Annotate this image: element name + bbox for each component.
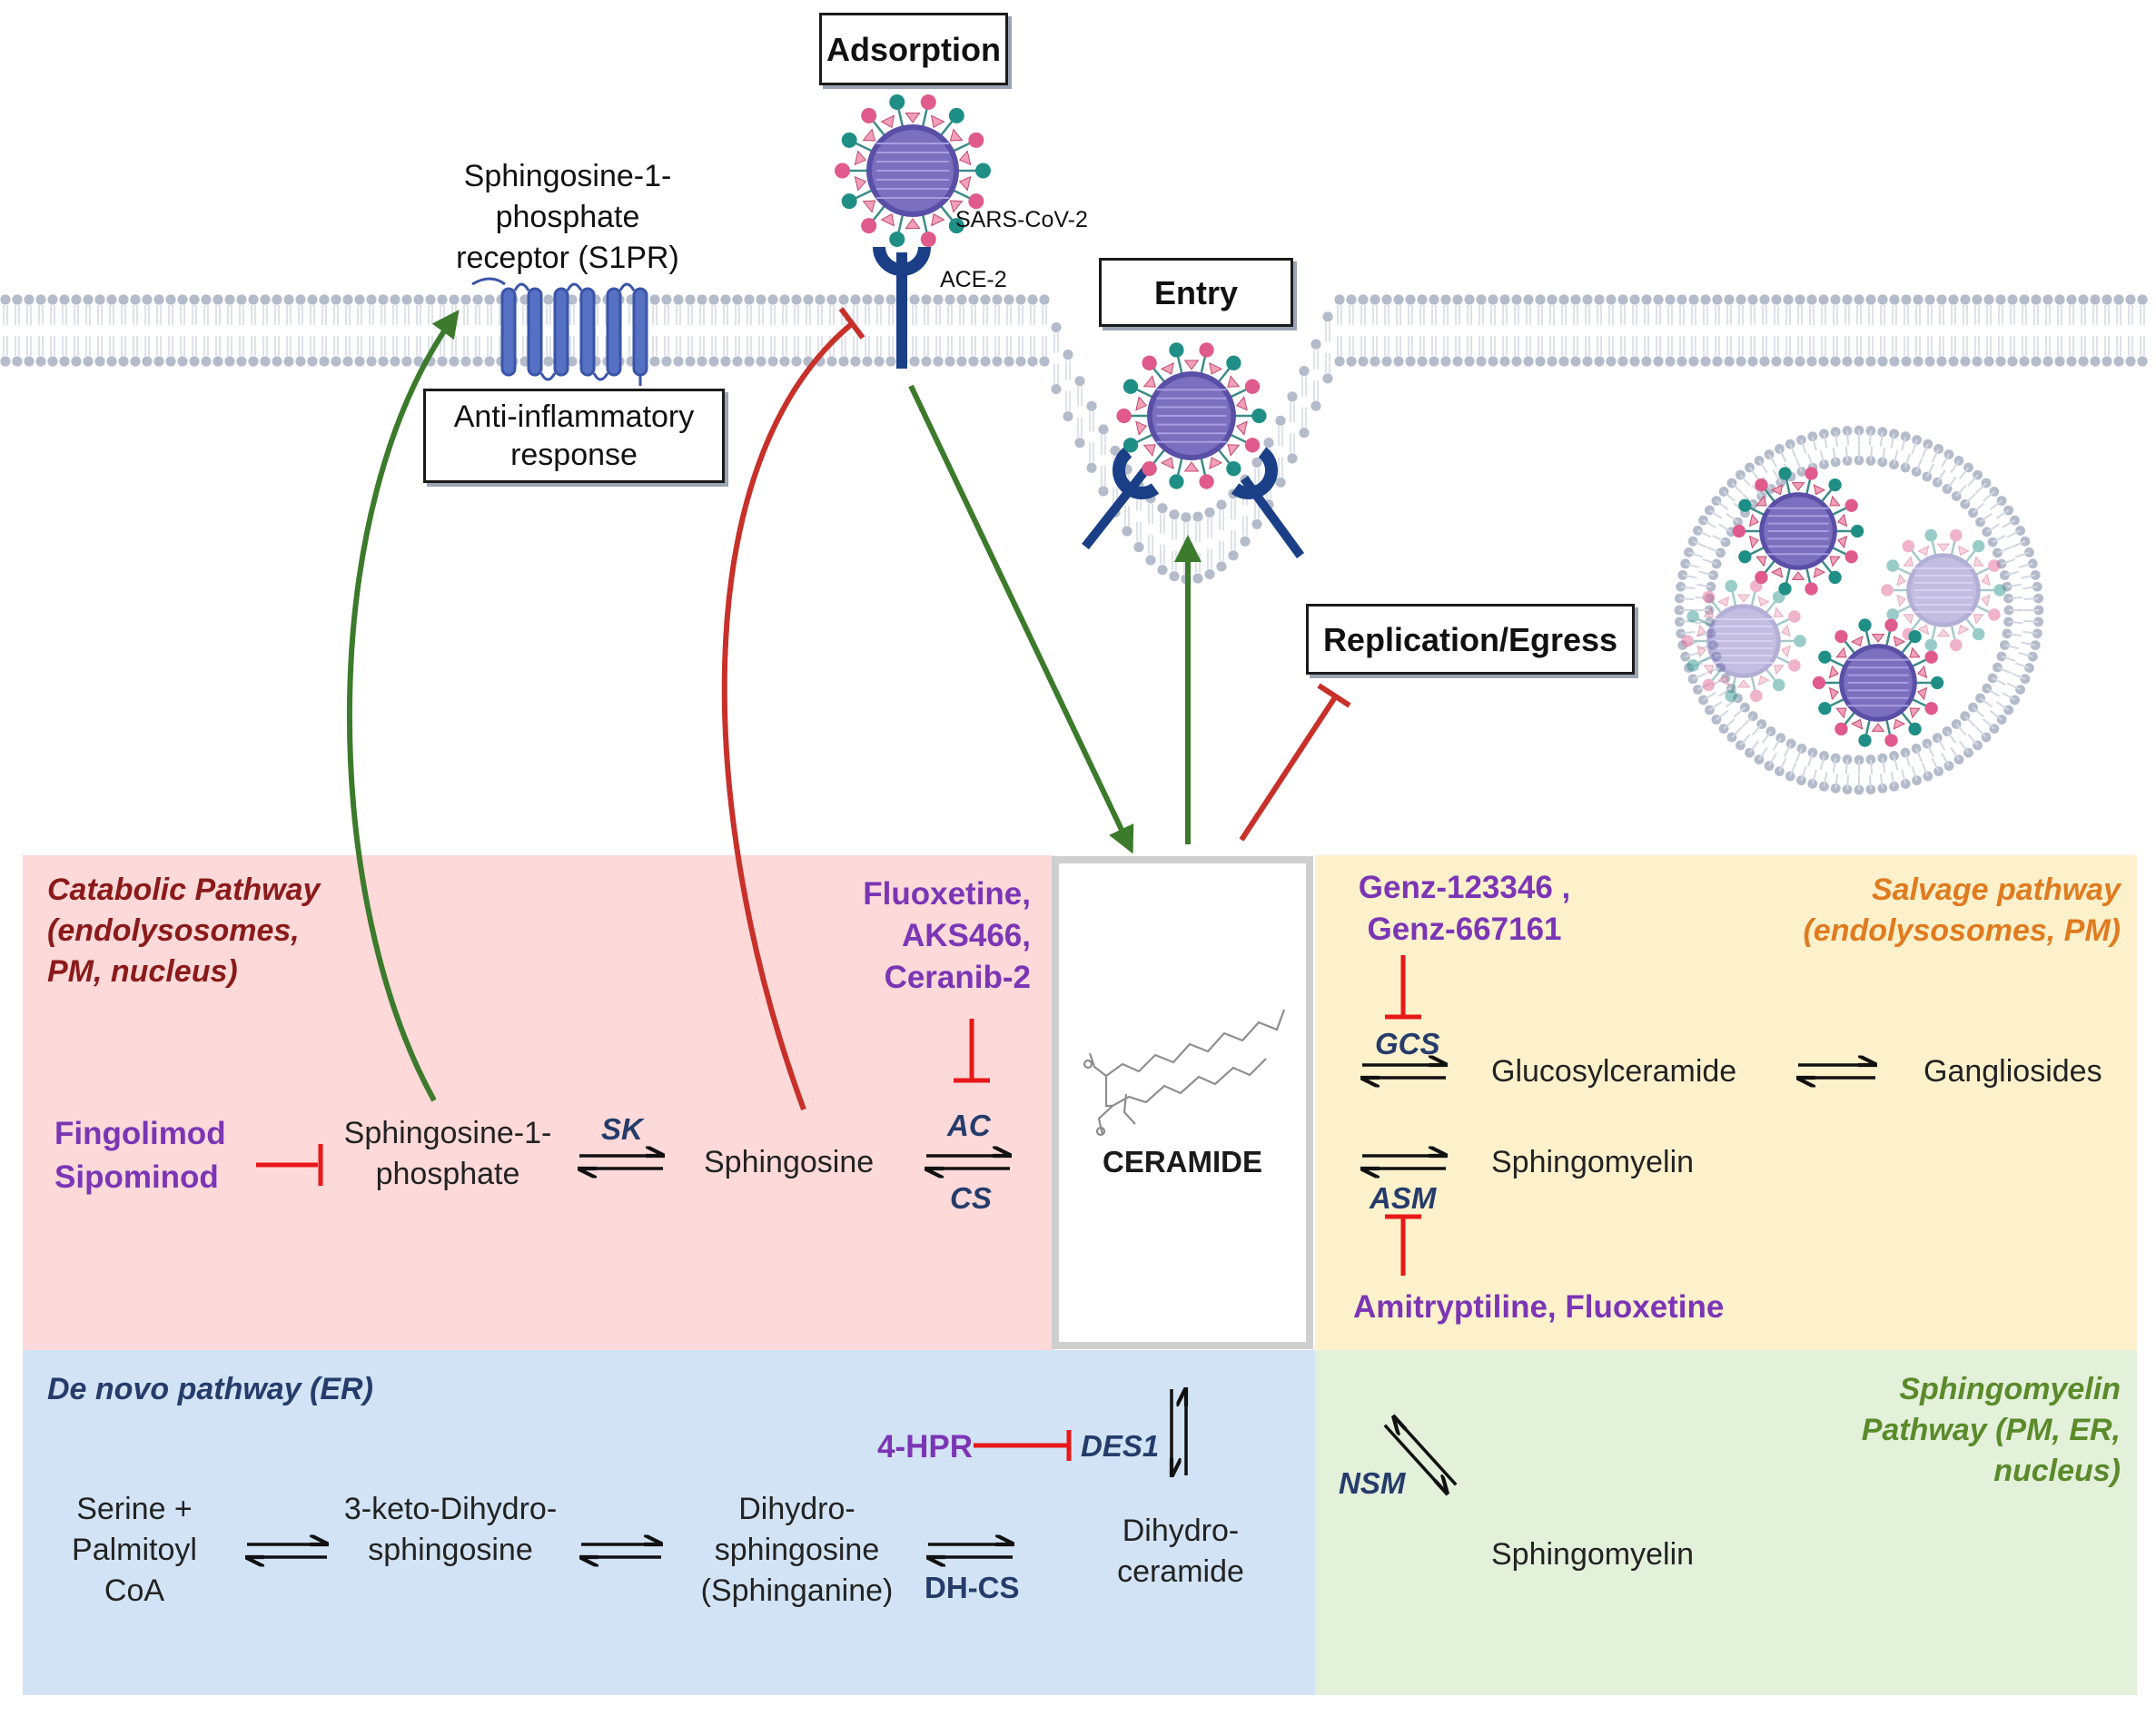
sars-cov-2-label: SARS-CoV-2: [955, 207, 1088, 232]
sars-cov-2-virions: [835, 94, 2006, 747]
dihydrosphingosine-metabolite: Dihydro-sphingosine (Sphinganine): [700, 1492, 894, 1608]
sphingosine-inhibits-adsorption: [721, 320, 855, 1111]
entry-box: Entry: [1099, 258, 1293, 327]
ace2-entry-right-icon: [1231, 447, 1305, 558]
dh-cs-enzyme: DH-CS: [925, 1571, 1020, 1604]
ace2-entry-left-icon: [1082, 447, 1160, 550]
s1pr-label: Sphingosine-1-phosphate receptor (S1PR): [456, 159, 679, 275]
glucosylceramide-metabolite: Glucosylceramide: [1491, 1054, 1737, 1089]
sphingomyelin-pathway-metabolite: Sphingomyelin: [1491, 1537, 1695, 1572]
ace2-to-ceramide-arrow: [908, 384, 1134, 854]
asm-enzyme: ASM: [1370, 1181, 1437, 1215]
catabolic-title: Catabolic Pathway (endolysosomes, PM, nu…: [47, 873, 321, 989]
reversible-reaction-arrows: [247, 1065, 1875, 1557]
ceramide-box: [1052, 856, 1313, 1349]
fluoxetine-aks466-ceranib-label: Fluoxetine, AKS466, Ceranib-2: [863, 876, 1031, 996]
fingolimod-label: Fingolimod: [54, 1116, 226, 1151]
genz-label: Genz-123346 , Genz-667161: [1358, 870, 1571, 948]
sipominod-label: Sipominod: [54, 1159, 219, 1195]
ceramide-label: CERAMIDE: [1102, 1145, 1262, 1179]
replication-box: Replication/Egress: [1306, 604, 1635, 675]
sphingomyelin-panel: [1315, 1350, 2137, 1695]
adsorption-box: Adsorption: [819, 13, 1008, 85]
ace2-receptor-icon: [873, 246, 931, 369]
serine-palmitoyl-coa-metabolite: Serine + Palmitoyl CoA: [72, 1492, 197, 1608]
ceramide-structure-icon: [1083, 1009, 1286, 1137]
sphingomyelin-salvage-metabolite: Sphingomyelin: [1491, 1145, 1695, 1179]
denovo-title: De novo pathway (ER): [47, 1372, 373, 1406]
denovo-panel: [23, 1350, 1315, 1695]
gangliosides-metabolite: Gangliosides: [1924, 1054, 2102, 1089]
catabolic-panel: [23, 855, 1053, 1350]
activation-arrows: [346, 310, 1202, 1102]
endosome-vesicle: [1674, 425, 2044, 795]
nsm-enzyme: NSM: [1339, 1466, 1406, 1500]
s1p-to-s1pr-arrow: [346, 310, 460, 1102]
sphingomyelin-title: Sphingomyelin Pathway (PM, ER, nucleus): [1861, 1372, 2121, 1488]
s1p-metabolite: Sphingosine-1-phosphate: [343, 1116, 552, 1191]
s1pr-receptor-icon: [471, 277, 648, 386]
ceramide-inhibits-replication: [1239, 695, 1338, 842]
sphingosine-metabolite: Sphingosine: [704, 1145, 875, 1179]
anti-inflammatory-box: Anti-inflammatory response: [423, 389, 725, 483]
dihydroceramide-metabolite: Dihydro-ceramide: [1117, 1514, 1244, 1589]
sk-enzyme: SK: [601, 1112, 643, 1146]
cs-enzyme: CS: [950, 1181, 992, 1215]
salvage-title: Salvage pathway (endolysosomes, PM): [1803, 873, 2121, 948]
ace2-label: ACE-2: [940, 267, 1007, 292]
drug-inhibition-bars: [256, 955, 1421, 1461]
des1-enzyme: DES1: [1081, 1429, 1160, 1463]
gcs-enzyme: GCS: [1375, 1027, 1440, 1060]
4-hpr-label: 4-HPR: [877, 1429, 974, 1465]
ac-enzyme: AC: [947, 1109, 991, 1142]
salvage-panel: [1315, 855, 2137, 1350]
inhibition-arrows: [721, 307, 1351, 1111]
3-keto-dihydrosphingosine-metabolite: 3-keto-Dihydro-sphingosine: [343, 1492, 558, 1567]
amitryptiline-fluoxetine-label: Amitryptiline, Fluoxetine: [1353, 1289, 1725, 1325]
